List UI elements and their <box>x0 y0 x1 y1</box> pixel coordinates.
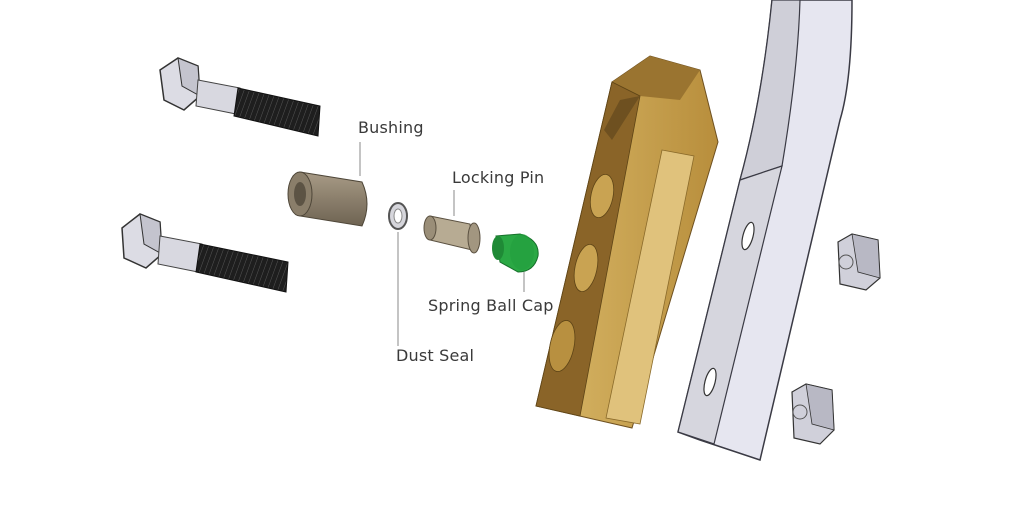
label-spring-ball-cap: Spring Ball Cap <box>428 296 554 315</box>
hex-bolt-upper <box>159 57 321 137</box>
label-bushing: Bushing <box>358 118 424 137</box>
hex-nut-upper <box>837 233 881 291</box>
hex-bolt-lower <box>121 213 289 293</box>
hex-nut-lower <box>791 383 835 445</box>
locking-pin-part <box>423 215 481 254</box>
dust-seal-part <box>388 202 408 230</box>
label-dust-seal: Dust Seal <box>396 346 475 365</box>
label-locking-pin: Locking Pin <box>452 168 545 187</box>
bushing-part <box>287 171 368 227</box>
leader-lines <box>359 142 525 346</box>
gold-wear-part <box>535 55 719 429</box>
curved-bracket-plate <box>677 0 853 461</box>
spring-ball-cap-part <box>492 233 539 273</box>
